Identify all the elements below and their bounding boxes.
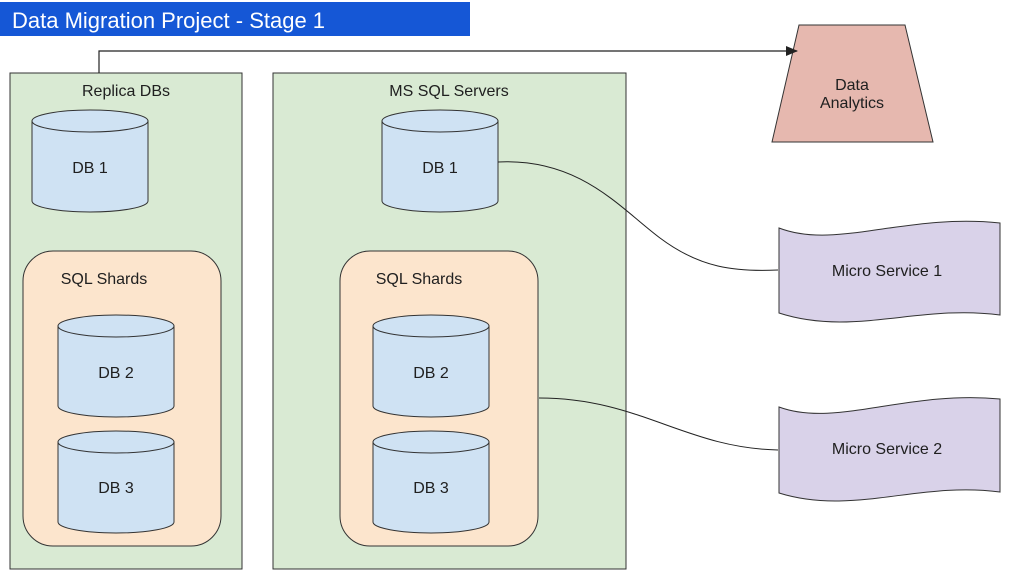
replica-to-analytics-arrow xyxy=(98,46,798,73)
mssql-servers-label: MS SQL Servers xyxy=(389,83,508,100)
micro-service-1-label: Micro Service 1 xyxy=(832,263,942,280)
replica-dbs-panel: Replica DBs DB 1 SQL Shards DB 2 DB 3 xyxy=(9,72,243,570)
mssql-db1-cylinder: DB 1 xyxy=(381,109,499,213)
title-background xyxy=(0,2,470,36)
replica-db3-cylinder: DB 3 xyxy=(57,430,175,534)
micro-service-1-shape xyxy=(778,220,1001,323)
title-banner: Data Migration Project - Stage 1 xyxy=(0,2,470,36)
replica-db3-label: DB 3 xyxy=(98,480,134,497)
micro-service-2-label: Micro Service 2 xyxy=(832,441,942,458)
micro-service-1-node: Micro Service 1 xyxy=(778,220,1001,323)
page-title: Data Migration Project - Stage 1 xyxy=(12,8,325,33)
replica-db1-cylinder: DB 1 xyxy=(31,109,149,213)
replica-db2-label: DB 2 xyxy=(98,365,134,382)
mssql-servers-panel: MS SQL Servers DB 1 SQL Shards DB 2 DB 3 xyxy=(272,72,627,570)
shards-to-service2-connector xyxy=(538,397,779,451)
data-analytics-node: Data Analytics xyxy=(771,24,934,143)
mssql-db2-cylinder: DB 2 xyxy=(372,314,490,418)
mssql-db1-label: DB 1 xyxy=(422,160,458,177)
replica-db1-label: DB 1 xyxy=(72,160,108,177)
mssql-db1-to-service1-connector xyxy=(497,161,779,271)
data-analytics-line2: Analytics xyxy=(820,95,884,112)
mssql-db3-label: DB 3 xyxy=(413,480,449,497)
mssql-db2-label: DB 2 xyxy=(413,365,449,382)
replica-sql-shards-group: SQL Shards DB 2 DB 3 xyxy=(22,250,222,547)
replica-db2-cylinder: DB 2 xyxy=(57,314,175,418)
data-analytics-shape xyxy=(771,24,934,143)
mssql-shards-label: SQL Shards xyxy=(376,271,463,288)
mssql-db3-cylinder: DB 3 xyxy=(372,430,490,534)
micro-service-2-node: Micro Service 2 xyxy=(778,397,1001,502)
data-analytics-line1: Data xyxy=(835,77,869,94)
micro-service-2-shape xyxy=(778,397,1001,502)
replica-shards-label: SQL Shards xyxy=(61,271,148,288)
mssql-sql-shards-group: SQL Shards DB 2 DB 3 xyxy=(339,250,539,547)
replica-dbs-label: Replica DBs xyxy=(82,83,170,100)
